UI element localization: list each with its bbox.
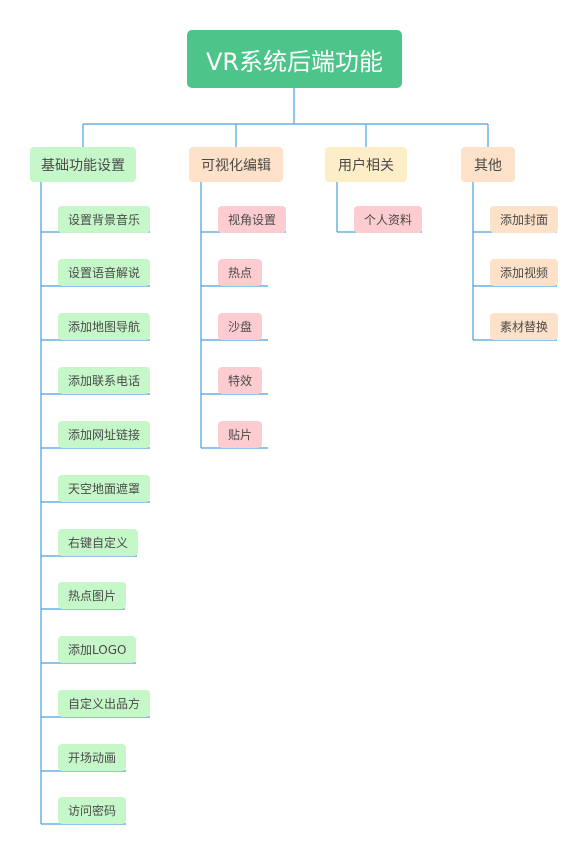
leaf-sandbox: 沙盘 (218, 313, 263, 340)
leaf-access-password: 访问密码 (58, 797, 127, 824)
leaf-special-effects: 特效 (218, 367, 263, 394)
leaf-sky-ground-mask: 天空地面遮罩 (58, 475, 151, 502)
category-other: 其他 (461, 147, 515, 182)
leaf-view-angle-settings: 视角设置 (218, 206, 287, 233)
leaf-add-contact-phone: 添加联系电话 (58, 367, 151, 394)
leaf-add-cover: 添加封面 (490, 206, 559, 233)
leaf-hotspot-image: 热点图片 (58, 582, 127, 609)
leaf-add-video: 添加视频 (490, 259, 559, 286)
leaf-opening-animation: 开场动画 (58, 744, 127, 771)
leaf-add-url-link: 添加网址链接 (58, 421, 151, 448)
leaf-set-background-music: 设置背景音乐 (58, 206, 151, 233)
category-visual-editing: 可视化编辑 (189, 147, 283, 182)
category-basic-settings: 基础功能设置 (30, 147, 136, 182)
leaf-patch: 贴片 (218, 421, 263, 448)
leaf-material-replace: 素材替换 (490, 313, 559, 340)
leaf-hotspot: 热点 (218, 259, 263, 286)
leaf-add-map-navigation: 添加地图导航 (58, 313, 151, 340)
leaf-custom-producer: 自定义出品方 (58, 690, 151, 717)
leaf-right-click-custom: 右键自定义 (58, 529, 139, 556)
leaf-add-logo: 添加LOGO (58, 636, 137, 663)
root-node: VR系统后端功能 (187, 30, 402, 88)
leaf-profile: 个人资料 (354, 206, 423, 233)
category-user-related: 用户相关 (325, 147, 407, 182)
leaf-set-voice-narration: 设置语音解说 (58, 259, 151, 286)
